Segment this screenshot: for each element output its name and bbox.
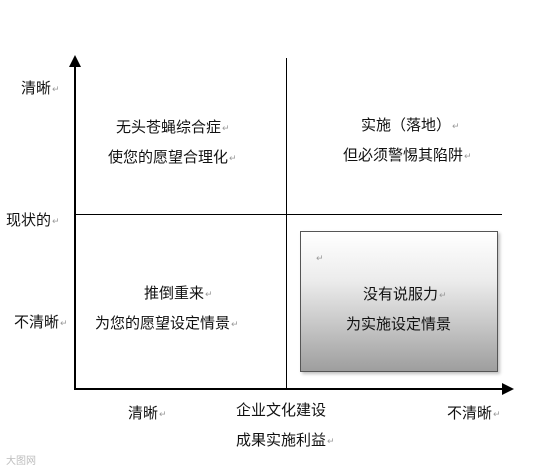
y-axis-line <box>74 66 76 390</box>
x-axis-line <box>74 388 504 390</box>
x-axis-title-line2: 成果实施利益↵ <box>236 431 335 449</box>
quadrant-top-right-line2: 但必须警惕其陷阱↵ <box>343 146 472 164</box>
y-axis-arrow-icon <box>69 55 81 67</box>
x-axis-arrow-icon <box>502 383 514 395</box>
watermark-logo: 大图网 <box>6 456 36 467</box>
quadrant-bottom-left-line1: 推倒重来↵ <box>144 284 213 302</box>
x-axis-right-label: 不清晰↵ <box>447 404 501 422</box>
paragraph-mark-icon: ↵ <box>316 254 324 264</box>
y-axis-middle-label: 现状的↵ <box>6 211 60 229</box>
y-axis-top-label: 清晰↵ <box>21 79 60 97</box>
highlight-box <box>300 231 498 372</box>
horizontal-divider <box>76 214 502 215</box>
y-axis-bottom-label: 不清晰↵ <box>14 313 68 331</box>
quadrant-top-left-line2: 使您的愿望合理化↵ <box>108 148 237 166</box>
x-axis-left-label: 清晰↵ <box>128 404 167 422</box>
quadrant-bottom-right-line1: 没有说服力↵ <box>363 285 447 303</box>
quadrant-top-right-line1: 实施（落地）↵ <box>361 116 460 134</box>
x-axis-title-line1: 企业文化建设 <box>236 401 327 419</box>
quadrant-top-left-line1: 无头苍蝇综合症↵ <box>116 118 230 136</box>
quadrant-bottom-right-line2: 为实施设定情景 <box>346 315 452 333</box>
quadrant-bottom-left-line2: 为您的愿望设定情景↵ <box>95 314 239 332</box>
vertical-divider <box>286 58 287 388</box>
